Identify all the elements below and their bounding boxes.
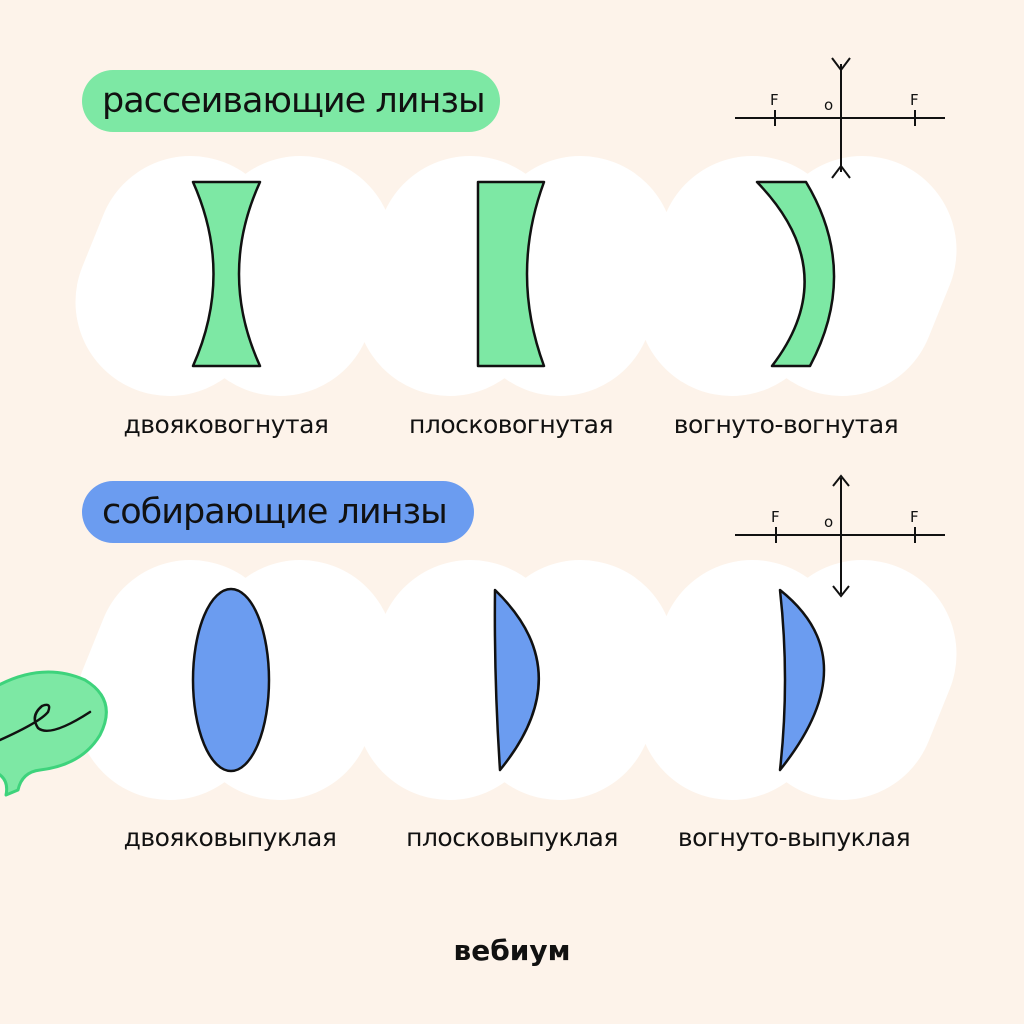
label-biconvex: двояковыпуклая bbox=[123, 823, 337, 852]
inward-arrow-bottom bbox=[831, 164, 851, 179]
lens-planoconcave bbox=[476, 180, 546, 368]
diverging-lens-symbol bbox=[735, 57, 945, 179]
lens-biconvex bbox=[191, 587, 271, 773]
card-concave-concave bbox=[637, 156, 957, 396]
focus-label-right: F bbox=[910, 508, 919, 526]
outward-arrow-bottom bbox=[832, 585, 850, 598]
header-diverging-text: рассеивающие линзы bbox=[102, 81, 486, 121]
focus-label-left: F bbox=[770, 91, 779, 109]
lens-planoconvex bbox=[493, 588, 540, 772]
center-label: o bbox=[824, 513, 833, 531]
label-planoconvex: плосковыпуклая bbox=[406, 823, 618, 852]
focus-label-right: F bbox=[910, 91, 919, 109]
label-concave-concave: вогнуто-вогнутая bbox=[673, 410, 899, 439]
converging-lens-symbol bbox=[735, 474, 945, 598]
label-planoconcave: плосковогнутая bbox=[409, 410, 614, 439]
header-diverging-lenses: рассеивающие линзы bbox=[82, 70, 500, 132]
inward-arrow-top bbox=[831, 57, 851, 72]
label-biconcave: двояковогнутая bbox=[123, 410, 329, 439]
lens-concave-concave bbox=[755, 180, 836, 368]
lens-concave-convex bbox=[778, 588, 826, 772]
outward-arrow-top bbox=[832, 474, 850, 487]
brand-logo: вебиум bbox=[453, 934, 571, 967]
speech-bubble-doodle-icon bbox=[0, 670, 108, 797]
lens-biconcave bbox=[191, 180, 262, 368]
focus-label-left: F bbox=[771, 508, 780, 526]
header-converging-text: собирающие линзы bbox=[102, 492, 448, 532]
header-converging-lenses: собирающие линзы bbox=[82, 481, 474, 543]
label-concave-convex: вогнуто-выпуклая bbox=[677, 823, 911, 852]
center-label: o bbox=[824, 96, 833, 114]
